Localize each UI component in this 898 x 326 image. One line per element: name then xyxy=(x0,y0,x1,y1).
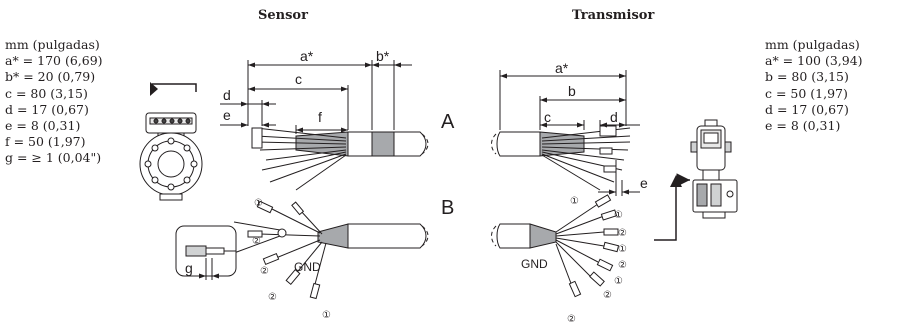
sensor-cable-a xyxy=(251,127,429,191)
transmitter-label-c: c xyxy=(544,109,551,125)
transmitter-label-b: b xyxy=(568,83,576,99)
sensor-dimension-legend: mm (pulgadas) a* = 170 (6,69) b* = 20 (0… xyxy=(5,37,103,167)
sensor-pointer-line xyxy=(152,83,197,92)
transmitter-dim-b: b = 80 (3,15) xyxy=(765,69,849,85)
transmitter-label-d: d xyxy=(610,109,618,125)
sensor-heading: Sensor xyxy=(258,8,308,23)
transmitter-wire-marker-3: ② xyxy=(618,228,627,239)
variant-label-b: B xyxy=(441,197,454,219)
sensor-dim-a: a* = 170 (6,69) xyxy=(5,53,103,69)
transmitter-cable-a xyxy=(491,125,631,191)
sensor-pointer-arrowhead xyxy=(150,82,158,96)
transmitter-dimension-legend: mm (pulgadas) a* = 100 (3,94) b = 80 (3,… xyxy=(765,37,863,134)
sensor-wire-marker-3: ② xyxy=(260,266,269,277)
sensor-label-e: e xyxy=(223,107,231,123)
ferrule-detail-view xyxy=(175,221,287,280)
transmitter-dim-d: d = 17 (0,67) xyxy=(765,101,849,117)
sensor-dim-b: b* = 20 (0,79) xyxy=(5,69,96,85)
sensor-label-d: d xyxy=(223,87,231,103)
transmitter-heading: Transmisor xyxy=(572,8,655,23)
transmitter-device-illustration xyxy=(654,119,738,241)
transmitter-gnd-label: GND xyxy=(521,257,548,271)
transmitter-wire-marker-8: ② xyxy=(567,314,576,325)
transmitter-wire-marker-4: ① xyxy=(618,244,627,255)
transmitter-label-e: e xyxy=(640,175,648,191)
sensor-units-label: mm (pulgadas) xyxy=(5,37,100,52)
sensor-dim-f: f = 50 (1,97) xyxy=(5,134,86,150)
sensor-cable-b xyxy=(247,200,429,300)
sensor-wire-marker-4: ② xyxy=(268,292,277,303)
variant-label-a: A xyxy=(441,111,455,133)
transmitter-wire-marker-1: ① xyxy=(570,196,579,207)
sensor-device-illustration xyxy=(139,82,203,201)
sensor-dimension-lines xyxy=(220,60,412,134)
transmitter-dim-a: a* = 100 (3,94) xyxy=(765,53,863,69)
transmitter-dimension-lines xyxy=(499,70,640,196)
sensor-label-g: g xyxy=(185,260,193,276)
transmitter-cable-b xyxy=(491,194,620,298)
sensor-wire-marker-1: ① xyxy=(254,198,263,209)
sensor-gnd-label: GND xyxy=(294,260,321,274)
transmitter-label-a: a* xyxy=(555,60,569,76)
transmitter-units-label: mm (pulgadas) xyxy=(765,37,860,52)
transmitter-wire-marker-5: ② xyxy=(618,260,627,271)
sensor-dim-d: d = 17 (0,67) xyxy=(5,101,89,117)
transmitter-wire-marker-6: ① xyxy=(614,276,623,287)
sensor-label-b: b* xyxy=(376,48,390,64)
sensor-dim-e: e = 8 (0,31) xyxy=(5,117,81,133)
transmitter-wire-marker-2: ① xyxy=(614,210,623,221)
sensor-label-a: a* xyxy=(300,48,314,64)
sensor-label-f: f xyxy=(318,109,322,125)
transmitter-dim-c: c = 50 (1,97) xyxy=(765,85,848,101)
sensor-wire-marker-2: ② xyxy=(252,236,261,247)
transmitter-dim-e: e = 8 (0,31) xyxy=(765,117,841,133)
sensor-dim-c: c = 80 (3,15) xyxy=(5,85,88,101)
sensor-label-c: c xyxy=(295,71,302,87)
sensor-wire-marker-5: ① xyxy=(322,310,331,321)
sensor-dim-g: g = ≥ 1 (0,04") xyxy=(5,150,102,166)
transmitter-wire-marker-7: ② xyxy=(603,290,612,301)
